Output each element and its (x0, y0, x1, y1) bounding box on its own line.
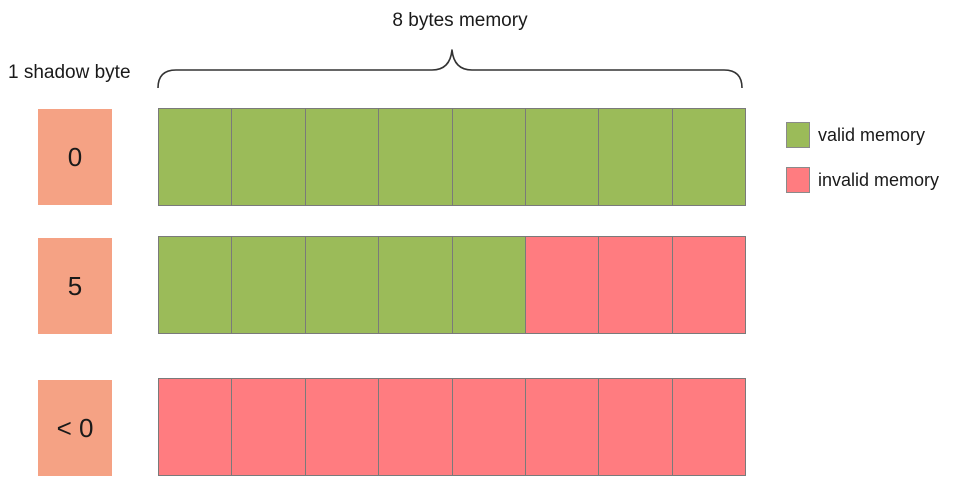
legend-label: invalid memory (818, 169, 940, 190)
memory-byte-valid (525, 109, 600, 205)
memory-byte-invalid (159, 379, 233, 475)
memory-row (158, 108, 746, 206)
memory-byte-invalid (672, 237, 745, 333)
legend-swatch-invalid (786, 167, 810, 193)
memory-byte-invalid (525, 379, 600, 475)
curly-brace-icon (157, 49, 743, 89)
shadow-byte-label: 1 shadow byte (8, 62, 131, 83)
memory-byte-valid (159, 237, 233, 333)
memory-byte-valid (159, 109, 233, 205)
memory-byte-invalid (232, 379, 306, 475)
memory-byte-invalid (672, 379, 745, 475)
memory-byte-valid (379, 109, 453, 205)
shadow-byte-box: < 0 (38, 380, 112, 476)
memory-byte-invalid (525, 237, 600, 333)
shadow-byte-box: 5 (38, 238, 112, 334)
memory-byte-valid (305, 237, 380, 333)
memory-byte-valid (599, 109, 673, 205)
legend-label: valid memory (818, 124, 926, 145)
memory-byte-invalid (305, 379, 380, 475)
shadow-byte-box: 0 (38, 109, 112, 205)
memory-row (158, 236, 746, 334)
memory-byte-valid (232, 237, 306, 333)
memory-byte-valid (232, 109, 306, 205)
memory-byte-invalid (452, 379, 526, 475)
memory-byte-invalid (379, 379, 453, 475)
memory-byte-valid (452, 237, 526, 333)
memory-byte-invalid (599, 379, 673, 475)
memory-byte-valid (452, 109, 526, 205)
memory-byte-valid (305, 109, 380, 205)
memory-byte-valid (672, 109, 745, 205)
memory-byte-valid (379, 237, 453, 333)
memory-row (158, 378, 746, 476)
legend-item-invalid: invalid memory (786, 166, 939, 194)
legend-swatch-valid (786, 122, 810, 148)
memory-size-label: 8 bytes memory (392, 10, 528, 31)
memory-byte-invalid (599, 237, 673, 333)
legend-item-valid: valid memory (786, 121, 925, 149)
